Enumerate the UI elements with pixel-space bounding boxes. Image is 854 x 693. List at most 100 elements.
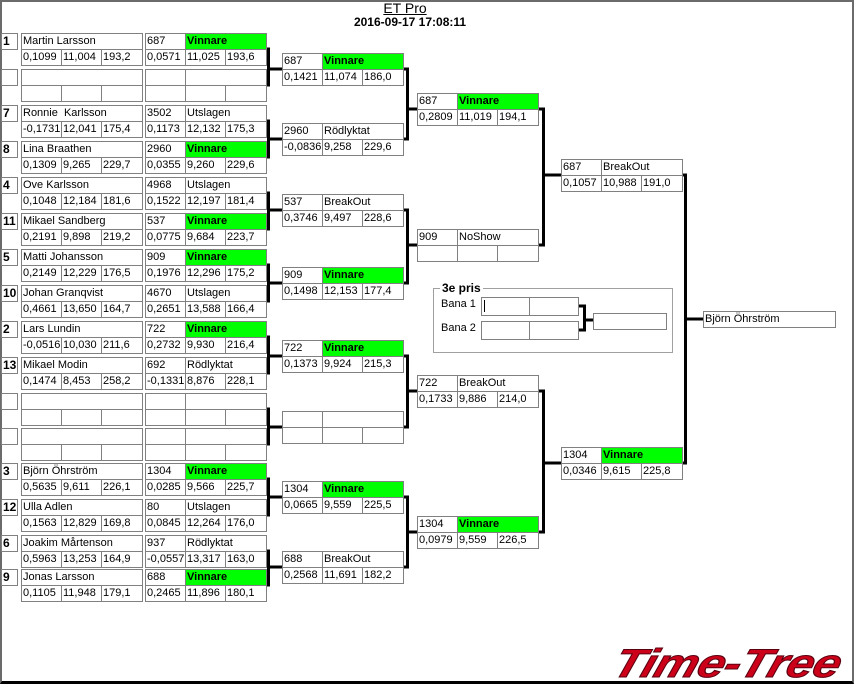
reaction-time: 0,1522 bbox=[146, 194, 185, 209]
speed: 229,6 bbox=[363, 140, 403, 155]
bracket-connector bbox=[266, 549, 282, 587]
third-place-group bbox=[433, 288, 673, 353]
lane-2-car-input[interactable] bbox=[482, 322, 529, 339]
speed: 228,1 bbox=[226, 374, 266, 389]
driver-name: Ronnie Karlsson bbox=[22, 106, 142, 121]
seed-number: 11 bbox=[1, 213, 18, 230]
status-label: Utslagen bbox=[186, 178, 266, 193]
lane-1-status-input[interactable] bbox=[530, 298, 578, 315]
bracket-connector bbox=[402, 354, 417, 429]
driver-name: Lina Braathen bbox=[22, 142, 142, 157]
status-label bbox=[186, 70, 266, 85]
reaction-time: 0,2568 bbox=[283, 568, 322, 583]
reaction-time: 0,0665 bbox=[283, 498, 322, 513]
qualifying-elapsed-time: 12,229 bbox=[62, 266, 101, 281]
qualifying-speed: 179,1 bbox=[102, 586, 142, 601]
qualifying-speed: 169,8 bbox=[102, 516, 142, 531]
qualifying-reaction-time: 0,1563 bbox=[22, 516, 61, 531]
qualifying-reaction-time bbox=[22, 86, 61, 101]
bracket-connector bbox=[266, 119, 282, 159]
speed: 194,1 bbox=[498, 110, 538, 125]
status-label bbox=[186, 429, 266, 444]
qualifying-elapsed-time bbox=[62, 410, 101, 425]
elapsed-time bbox=[186, 86, 225, 101]
reaction-time: -0,0557 bbox=[146, 552, 185, 567]
speed: 181,4 bbox=[226, 194, 266, 209]
status-label: BreakOut bbox=[458, 376, 538, 391]
reaction-time: 0,2651 bbox=[146, 302, 185, 317]
reaction-time bbox=[418, 246, 457, 261]
car-number: 1304 bbox=[283, 482, 322, 497]
driver-name: Matti Johansson bbox=[22, 250, 142, 265]
reaction-time bbox=[146, 86, 185, 101]
car-number: 3502 bbox=[146, 106, 185, 121]
qualifying-reaction-time: 0,1105 bbox=[22, 586, 61, 601]
speed: 163,0 bbox=[226, 552, 266, 567]
seed-number: 4 bbox=[1, 177, 18, 194]
seed-number: 13 bbox=[1, 357, 18, 374]
qualifying-elapsed-time: 10,030 bbox=[62, 338, 101, 353]
driver-box bbox=[21, 393, 143, 426]
qualifying-reaction-time: 0,1099 bbox=[22, 50, 61, 65]
reaction-time: 0,1057 bbox=[562, 176, 601, 191]
third-place-title: 3e pris bbox=[440, 281, 483, 296]
status-label: NoShow bbox=[458, 230, 538, 245]
qualifying-reaction-time: 0,4661 bbox=[22, 302, 61, 317]
car-number: 722 bbox=[146, 322, 185, 337]
driver-name bbox=[22, 394, 142, 409]
reaction-time: 0,1173 bbox=[146, 122, 185, 137]
qualifying-elapsed-time: 12,184 bbox=[62, 194, 101, 209]
qualifying-speed: 219,2 bbox=[102, 230, 142, 245]
elapsed-time: 11,074 bbox=[323, 70, 362, 85]
seed-number: 6 bbox=[1, 535, 18, 552]
bracket-connector bbox=[402, 67, 417, 141]
qualifying-elapsed-time bbox=[62, 86, 101, 101]
reaction-time: 0,2809 bbox=[418, 110, 457, 125]
status-label: BreakOut bbox=[602, 160, 682, 175]
bracket-connector bbox=[266, 263, 282, 303]
qualifying-speed: 175,4 bbox=[102, 122, 142, 137]
qualifying-reaction-time: 0,1309 bbox=[22, 158, 61, 173]
car-number: 537 bbox=[146, 214, 185, 229]
speed: 228,6 bbox=[363, 211, 403, 226]
round1-result-box bbox=[145, 393, 267, 426]
status-label: Vinnare bbox=[186, 464, 266, 479]
car-number: 2960 bbox=[146, 142, 185, 157]
car-number: 687 bbox=[562, 160, 601, 175]
qualifying-speed: 211,6 bbox=[102, 338, 142, 353]
status-label: Rödlyktat bbox=[323, 124, 403, 139]
speed: 176,0 bbox=[226, 516, 266, 531]
bracket-connector bbox=[538, 389, 561, 534]
reaction-time: 0,0571 bbox=[146, 50, 185, 65]
bracket-connector bbox=[266, 47, 282, 87]
status-label: Utslagen bbox=[186, 500, 266, 515]
speed: 225,7 bbox=[226, 480, 266, 495]
speed: 215,3 bbox=[363, 357, 403, 372]
car-number: 688 bbox=[146, 570, 185, 585]
seed-number bbox=[1, 428, 18, 445]
qualifying-reaction-time bbox=[22, 445, 61, 460]
lane-2-label: Bana 2 bbox=[441, 322, 476, 334]
lane-2-status-input[interactable] bbox=[530, 322, 578, 339]
seed-number: 3 bbox=[1, 463, 18, 480]
bracket-connector bbox=[266, 407, 282, 446]
speed: 193,6 bbox=[226, 50, 266, 65]
elapsed-time: 8,876 bbox=[186, 374, 225, 389]
lane-1-car-input[interactable] bbox=[482, 298, 529, 315]
qualifying-reaction-time bbox=[22, 410, 61, 425]
qualifying-speed: 181,6 bbox=[102, 194, 142, 209]
qualifying-elapsed-time: 12,829 bbox=[62, 516, 101, 531]
elapsed-time: 12,132 bbox=[186, 122, 225, 137]
driver-name: Mikael Sandberg bbox=[22, 214, 142, 229]
elapsed-time: 9,258 bbox=[323, 140, 362, 155]
third-place-winner-box[interactable] bbox=[593, 313, 667, 330]
qualifying-reaction-time: 0,2149 bbox=[22, 266, 61, 281]
elapsed-time: 12,264 bbox=[186, 516, 225, 531]
